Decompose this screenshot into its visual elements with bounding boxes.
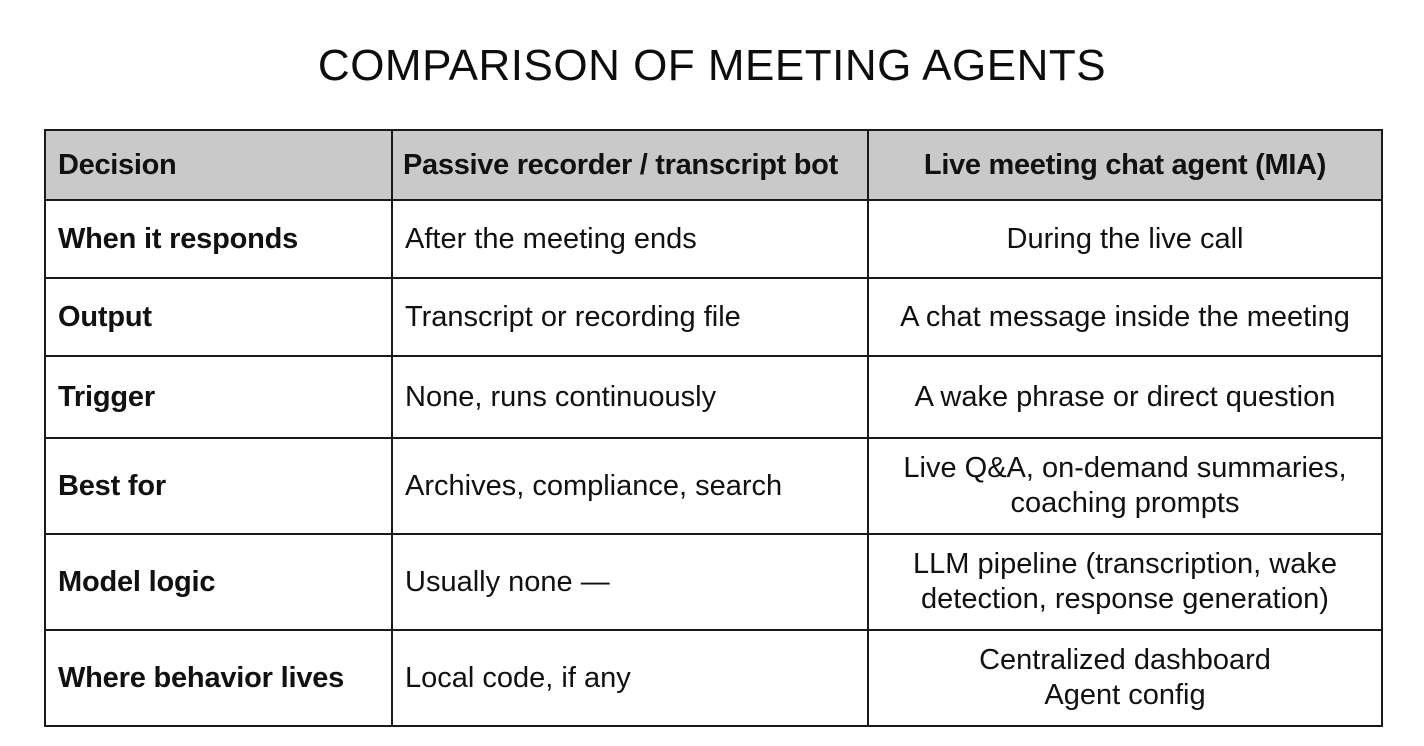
table-header-row: Decision Passive recorder / transcript b… xyxy=(44,129,1383,201)
column-header-decision: Decision xyxy=(44,129,393,201)
row-label: Output xyxy=(44,277,393,357)
live-cell: A chat message inside the meeting xyxy=(867,277,1383,357)
comparison-table: Decision Passive recorder / transcript b… xyxy=(44,129,1383,727)
column-header-passive-recorder: Passive recorder / transcript bot xyxy=(391,129,869,201)
table-row: Model logic Usually none — LLM pipeline … xyxy=(44,533,1383,631)
passive-cell: Local code, if any xyxy=(391,629,869,727)
live-cell-line: Live Q&A, on-demand summaries, xyxy=(903,452,1347,484)
row-label: Model logic xyxy=(44,533,393,631)
row-label: Where behavior lives xyxy=(44,629,393,727)
passive-cell: Archives, compliance, search xyxy=(391,437,869,535)
live-cell: Centralized dashboard Agent config xyxy=(867,629,1383,727)
live-cell: LLM pipeline (transcription, wake detect… xyxy=(867,533,1383,631)
live-cell-line: During the live call xyxy=(1006,222,1244,255)
row-label: Trigger xyxy=(44,355,393,439)
live-cell-line: Agent config xyxy=(1044,679,1206,711)
row-label: When it responds xyxy=(44,199,393,279)
table-row: Trigger None, runs continuously A wake p… xyxy=(44,355,1383,439)
passive-cell: Transcript or recording file xyxy=(391,277,869,357)
live-cell-line: A chat message inside the meeting xyxy=(900,300,1350,333)
live-cell-line: detection, response generation) xyxy=(921,583,1329,615)
live-cell: Live Q&A, on-demand summaries, coaching … xyxy=(867,437,1383,535)
live-cell-line: coaching prompts xyxy=(1010,487,1240,519)
table-row: Where behavior lives Local code, if any … xyxy=(44,629,1383,727)
live-cell-line: A wake phrase or direct question xyxy=(914,380,1336,413)
table-row: Best for Archives, compliance, search Li… xyxy=(44,437,1383,535)
live-cell: A wake phrase or direct question xyxy=(867,355,1383,439)
row-label: Best for xyxy=(44,437,393,535)
live-cell-line: LLM pipeline (transcription, wake xyxy=(913,548,1337,580)
table-row: Output Transcript or recording file A ch… xyxy=(44,277,1383,357)
passive-cell: After the meeting ends xyxy=(391,199,869,279)
column-header-live-chat-agent: Live meeting chat agent (MIA) xyxy=(867,129,1383,201)
table-row: When it responds After the meeting ends … xyxy=(44,199,1383,279)
passive-cell: Usually none — xyxy=(391,533,869,631)
passive-cell: None, runs continuously xyxy=(391,355,869,439)
live-cell: During the live call xyxy=(867,199,1383,279)
page-title: COMPARISON OF MEETING AGENTS xyxy=(317,41,1107,90)
live-cell-line: Centralized dashboard xyxy=(979,644,1271,676)
